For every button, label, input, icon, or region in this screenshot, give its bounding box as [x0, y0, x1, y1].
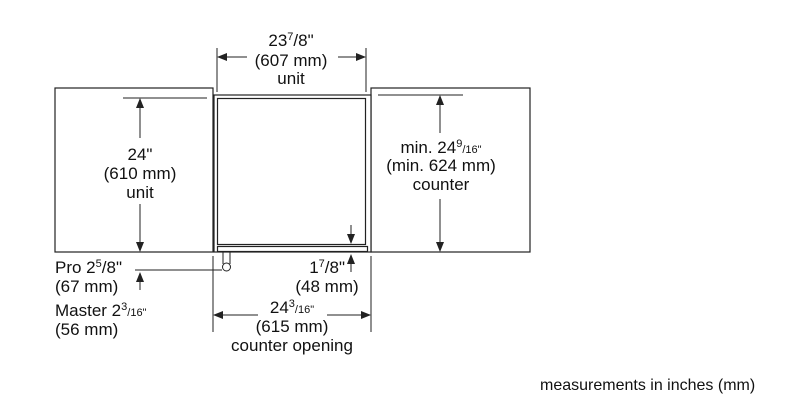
- svg-text:(56 mm): (56 mm): [55, 320, 118, 339]
- unit-depth-dimension: 24" (610 mm) unit: [104, 97, 207, 252]
- svg-text:min. 249/16": min. 249/16": [400, 138, 481, 157]
- svg-text:243/16": 243/16": [270, 298, 314, 317]
- roller-icon: [222, 252, 231, 272]
- svg-text:(min. 624 mm): (min. 624 mm): [386, 156, 496, 175]
- counter-depth-dimension: min. 249/16" (min. 624 mm) counter: [378, 94, 496, 252]
- svg-text:(607 mm): (607 mm): [255, 51, 328, 70]
- svg-text:unit: unit: [126, 183, 154, 202]
- svg-text:Master 23/16": Master 23/16": [55, 301, 147, 320]
- units-footnote: measurements in inches (mm): [540, 377, 755, 394]
- svg-text:counter: counter: [413, 175, 470, 194]
- svg-text:(615 mm): (615 mm): [256, 317, 329, 336]
- gap-dimension: 17/8" (48 mm): [295, 225, 359, 296]
- svg-text:237/8": 237/8": [268, 31, 313, 50]
- toe-kick-dimension: Pro 25/8" (67 mm) Master 23/16" (56 mm): [55, 258, 222, 339]
- svg-text:counter opening: counter opening: [231, 336, 353, 355]
- svg-text:17/8": 17/8": [309, 258, 345, 277]
- svg-text:24": 24": [128, 145, 153, 164]
- svg-text:unit: unit: [277, 69, 305, 88]
- svg-text:(610 mm): (610 mm): [104, 164, 177, 183]
- appliance-unit: [213, 94, 372, 253]
- svg-text:(48 mm): (48 mm): [295, 277, 358, 296]
- svg-text:Pro 25/8": Pro 25/8": [55, 258, 122, 277]
- left-counter: [54, 87, 214, 253]
- counter-opening-dimension: 243/16" (615 mm) counter opening: [212, 256, 372, 355]
- svg-text:(67 mm): (67 mm): [55, 277, 118, 296]
- top-dimension: 237/8" (607 mm) unit: [216, 31, 367, 92]
